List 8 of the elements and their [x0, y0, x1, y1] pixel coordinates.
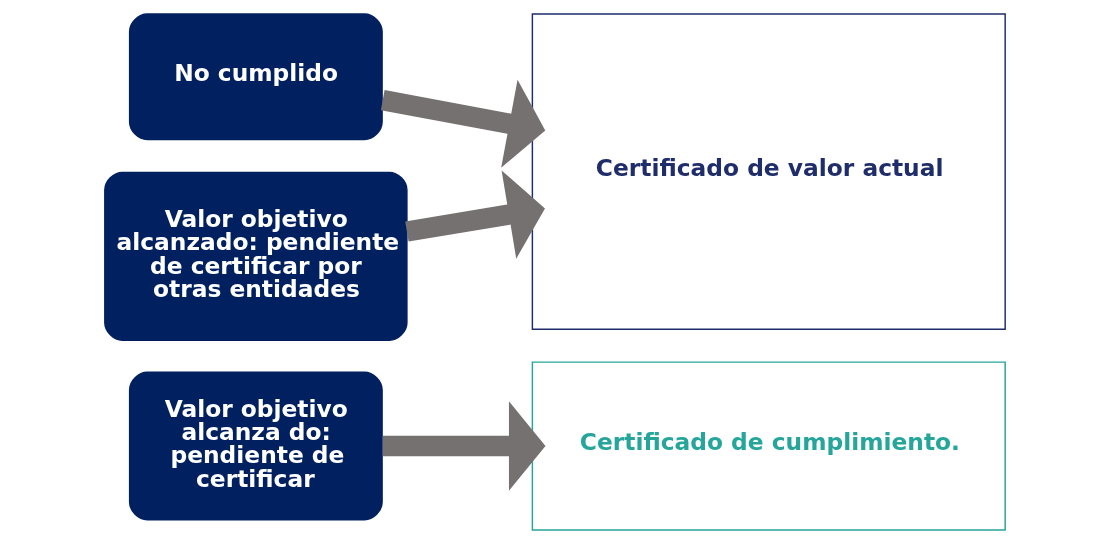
- arrow: [382, 401, 546, 491]
- node-box: Certificado de cumplimiento.: [531, 361, 1006, 531]
- node-box: Valor objetivo alcanzado: pendiente de certificar por otras entidades: [104, 171, 408, 341]
- arrow: [380, 79, 546, 168]
- node-box: Valor objetivo alcanza do: pendiente de certificar: [128, 371, 383, 521]
- node-box: Certificado de valor actual: [531, 13, 1006, 330]
- node-box: No cumplido: [128, 13, 383, 141]
- arrow: [405, 170, 545, 259]
